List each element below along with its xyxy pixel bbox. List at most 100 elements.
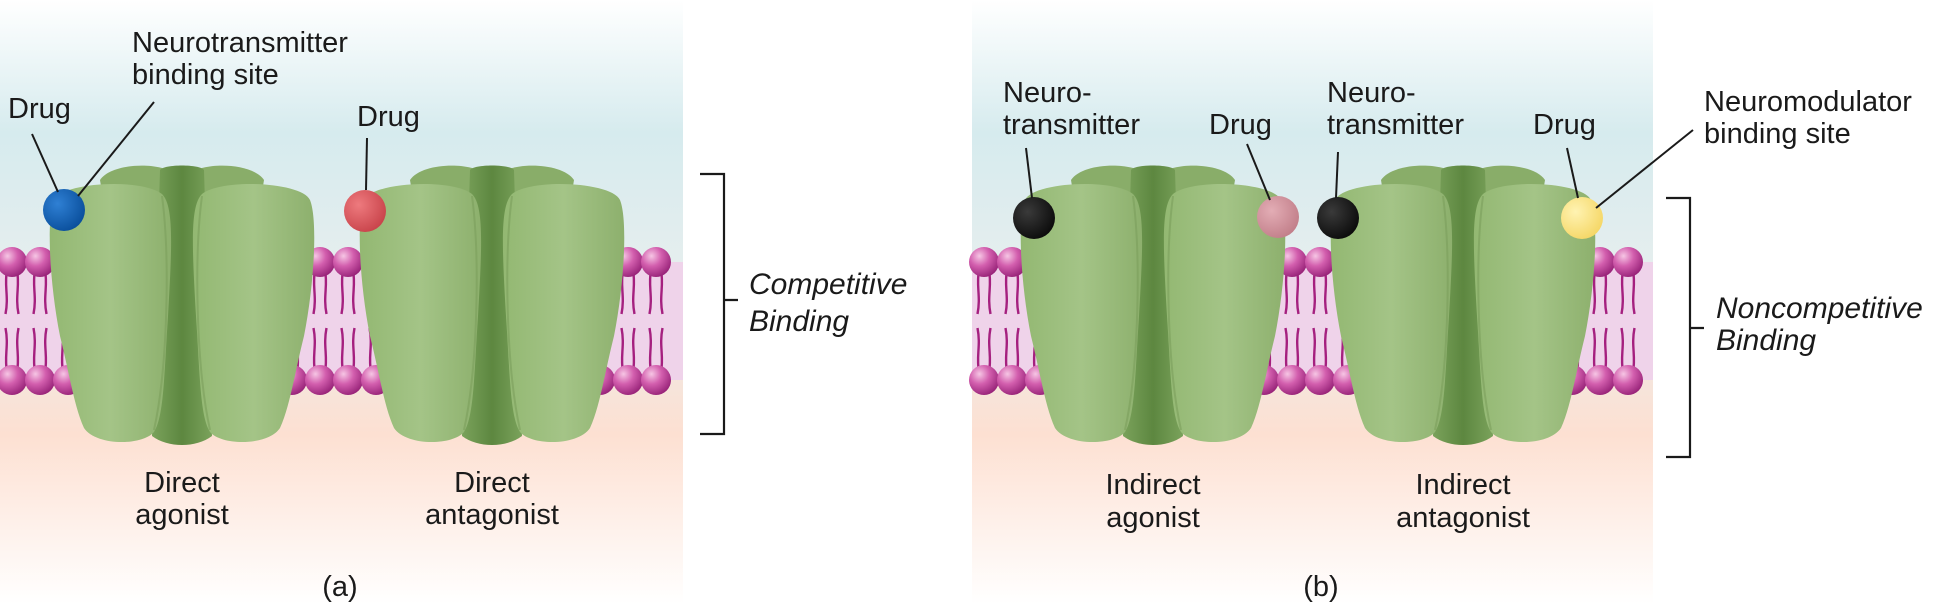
lipid-tail [1323, 327, 1328, 373]
bracket-label-competitive-line2: Binding [749, 305, 849, 338]
lipid-tail [1312, 269, 1317, 315]
lipid-tail [1004, 327, 1009, 373]
panel-a-label: (a) [322, 571, 357, 603]
lipid-tail [1004, 269, 1009, 315]
bracket-label-competitive-line1: Competitive [749, 268, 907, 301]
lipid-head [1585, 365, 1615, 395]
lipid-head [969, 247, 999, 277]
label-nt1-line1: Neuro- [1003, 77, 1092, 109]
lipid-tail [1015, 327, 1020, 373]
lipid-tail [1603, 327, 1608, 373]
lipid-tail [1284, 269, 1289, 315]
lipid-tail [1284, 327, 1289, 373]
label-nt2-line2: transmitter [1327, 109, 1464, 141]
lipid-tail [1312, 327, 1317, 373]
drug2-leader [1566, 147, 1579, 199]
label-nm-site-line1: Neuromodulator [1704, 86, 1912, 118]
label-nt2-line1: Neuro- [1327, 77, 1416, 109]
lipid-head [1613, 247, 1643, 277]
lipid-head [1305, 247, 1335, 277]
neurotransmitter-2 [1317, 197, 1359, 239]
lipid-tail [32, 269, 37, 315]
lipid-tail [1592, 269, 1597, 315]
panel-a: Drug Neurotransmitter binding site Drug … [0, 0, 683, 604]
lipid-tail [648, 269, 653, 315]
label-drug-left: Drug [8, 93, 71, 125]
drug-left-leader [31, 133, 59, 193]
direct-agonist-receptor [48, 164, 316, 446]
lipid-head [25, 365, 55, 395]
drug-direct-antagonist [344, 190, 386, 232]
label-drug2: Drug [1533, 109, 1596, 141]
panel-b: Neuro- transmitter Drug Neuro- transmitt… [969, 0, 1912, 604]
lipid-tail [1603, 269, 1608, 315]
lipid-tail [1631, 327, 1636, 373]
lipid-tail [1592, 327, 1597, 373]
indirect-antagonist-receptor [1329, 164, 1597, 446]
panel-b-label: (b) [1303, 571, 1338, 603]
lipid-tail [4, 327, 9, 373]
bracket-label-noncompetitive-line1: Noncompetitive [1716, 292, 1923, 325]
drug-indirect-agonist [1257, 196, 1299, 238]
label-drug-right: Drug [357, 101, 420, 133]
label-nm-site-line2: binding site [1704, 118, 1851, 150]
lipid-head [997, 247, 1027, 277]
lipid-head [1305, 365, 1335, 395]
lipid-tail [1015, 269, 1020, 315]
lipid-tail [43, 269, 48, 315]
nt-site-leader [77, 101, 155, 197]
lipid-tail [15, 269, 20, 315]
direct-antagonist-receptor [358, 164, 626, 446]
lipid-tail [312, 269, 317, 315]
label-receptor1-line2: agonist [135, 499, 229, 531]
nt2-leader [1335, 151, 1339, 199]
label-receptor4-line1: Indirect [1415, 469, 1510, 501]
lipid-tail [987, 269, 992, 315]
lipid-head [25, 247, 55, 277]
lipid-tail [631, 327, 636, 373]
lipid-head [305, 365, 335, 395]
drug-direct-agonist [43, 189, 85, 231]
lipid-tail [312, 327, 317, 373]
lipid-tail [323, 327, 328, 373]
bracket-label-noncompetitive-line2: Binding [1716, 324, 1816, 357]
lipid-tail [1323, 269, 1328, 315]
lipid-tail [659, 327, 664, 373]
lipid-tail [32, 327, 37, 373]
lipid-head [641, 365, 671, 395]
lipid-tail [43, 327, 48, 373]
label-nt-site-line1: Neurotransmitter [132, 27, 348, 59]
lipid-tail [1620, 327, 1625, 373]
lipid-head [997, 365, 1027, 395]
lipid-tail [1295, 327, 1300, 373]
lipid-head [333, 365, 363, 395]
indirect-agonist-receptor [1019, 164, 1287, 446]
bracket-competitive [700, 172, 738, 436]
lipid-tail [351, 327, 356, 373]
lipid-tail [340, 269, 345, 315]
lipid-head [0, 247, 27, 277]
label-drug1: Drug [1209, 109, 1272, 141]
label-receptor4-line2: antagonist [1396, 502, 1530, 534]
lipid-tail [659, 269, 664, 315]
lipid-head [613, 365, 643, 395]
lipid-head [1277, 365, 1307, 395]
label-nt-site-line2: binding site [132, 59, 279, 91]
nt1-leader [1025, 147, 1033, 199]
label-receptor3-line2: agonist [1106, 502, 1200, 534]
neurotransmitter-1 [1013, 197, 1055, 239]
lipid-head [641, 247, 671, 277]
label-nt1-line2: transmitter [1003, 109, 1140, 141]
lipid-head [1613, 365, 1643, 395]
lipid-head [333, 247, 363, 277]
lipid-tail [15, 327, 20, 373]
lipid-head [0, 365, 27, 395]
lipid-tail [1295, 269, 1300, 315]
lipid-tail [631, 269, 636, 315]
drug-right-leader [365, 137, 368, 191]
label-receptor3-line1: Indirect [1105, 469, 1200, 501]
lipid-tail [648, 327, 653, 373]
nm-site-leader [1595, 129, 1694, 209]
lipid-tail [987, 327, 992, 373]
